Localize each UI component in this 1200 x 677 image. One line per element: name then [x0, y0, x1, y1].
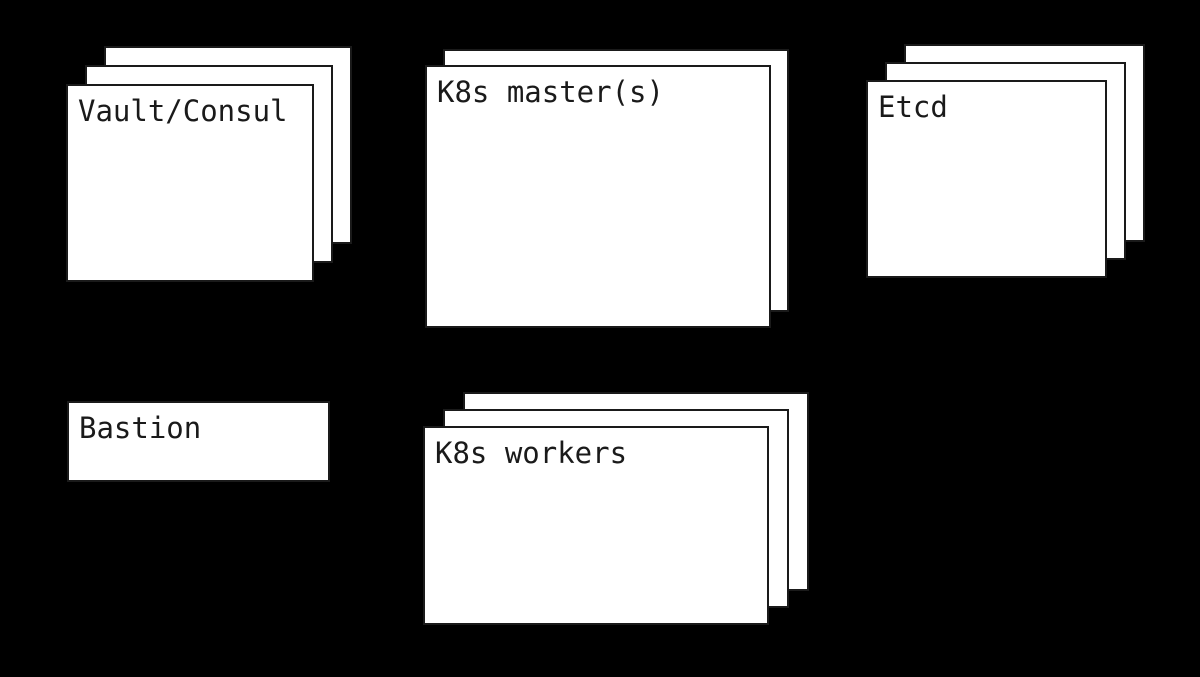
node-label: Etcd — [878, 90, 948, 124]
node-box: K8s master(s) — [425, 65, 771, 328]
node-label: Bastion — [79, 411, 202, 445]
node-label: Vault/Consul — [78, 94, 288, 128]
node-box: K8s workers — [423, 426, 769, 625]
node-label: K8s workers — [435, 436, 628, 470]
node-box: Etcd — [866, 80, 1107, 278]
node-box: Bastion — [67, 401, 330, 482]
node-label: K8s master(s) — [437, 75, 664, 109]
node-box: Vault/Consul — [66, 84, 314, 282]
